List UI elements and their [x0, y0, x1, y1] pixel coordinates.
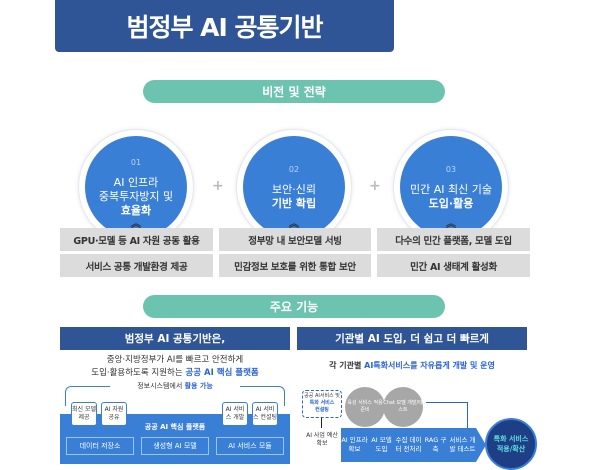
- desc-highlight: AI특화서비스를: [364, 361, 418, 370]
- strategy-item: 서비스 공통 개발환경 제공: [60, 254, 213, 277]
- strategy-item: 민감정보 보호를 위한 통합 보안: [219, 254, 371, 277]
- desc-line: 도입·활용하도록 지원하는: [91, 368, 183, 378]
- usable-text: 정보시스템에서: [137, 382, 183, 390]
- step: AI 모델 도입: [371, 436, 392, 453]
- grey-step: Chat 모델 개발/테스트: [383, 387, 423, 427]
- arrow-line: [321, 418, 322, 428]
- step: 수집 데이터 전처리: [395, 436, 422, 453]
- desc-line: 중앙·지방정부가 AI를 빠르고 안전하게: [106, 355, 244, 365]
- process-steps: AI 인프라 확보 AI 모델 도입 수집 데이터 전처리 RAG 구축 서비스…: [341, 428, 476, 462]
- consult-text: 특화 서비스: [309, 400, 335, 406]
- tag: AI 자원 공유: [101, 402, 127, 426]
- tag: 최신 모델 제공: [71, 402, 97, 426]
- budget-label: AI 사업 예산 확보: [306, 432, 338, 447]
- left-feature-desc: 중앙·지방정부가 AI를 빠르고 안전하게 도입·활용하도록 지원하는 공공 A…: [60, 354, 290, 380]
- strategy-item: GPU·모델 등 AI 자원 공동 활용: [60, 228, 213, 251]
- chevron-up-icon: ︽: [289, 219, 299, 230]
- page-title: 범정부 AI 공통기반: [55, 0, 394, 52]
- pillar-text: 민간 AI 최신 기술: [410, 183, 492, 196]
- desc-highlight: 자유롭게 개발 및 운영: [420, 361, 495, 370]
- result-text: 적용/확산: [496, 445, 526, 453]
- module: 데이터 저장소: [66, 437, 134, 455]
- platform-label: 공공 AI 핵심 플랫폼: [144, 423, 206, 431]
- consult-text: 컨설팅: [315, 407, 329, 413]
- module: AI 서비스 모듈: [216, 437, 284, 455]
- result-circle: 특화 서비스 적용/확산: [485, 418, 537, 470]
- pillar-number: 03: [445, 165, 457, 174]
- pillar-bold: 기반 확립: [271, 197, 317, 210]
- pillar-text: 보안·신뢰: [272, 183, 316, 196]
- strategy-item: 정부망 내 보안모델 서빙: [219, 228, 371, 251]
- pillar-3: 03 민간 AI 최신 기술 도입·활용: [400, 136, 502, 238]
- pillar-bold: 효율화: [120, 204, 152, 217]
- usable-label: 정보시스템에서 활용 가능: [110, 381, 240, 391]
- features-heading: 주요 기능: [143, 295, 445, 318]
- consulting-box: 공공 AI서비스 및 특화 서비스 컨설팅: [302, 390, 342, 418]
- pillar-bold: 도입·활용: [428, 197, 474, 210]
- pillar-text: AI 인프라: [113, 176, 159, 189]
- feedback-arrow: [426, 402, 468, 428]
- strategy-item: 다수의 민간 플랫폼, 모델 도입: [377, 228, 530, 251]
- chevron-up-icon: ︽: [131, 219, 141, 230]
- tag: AI 서비스 컨설팅: [252, 402, 278, 426]
- chevron-up-icon: ︽: [446, 219, 456, 230]
- pillar-1: 01 AI 인프라 중복투자방지 및 효율화: [85, 136, 187, 238]
- right-feature-title: 기관별 AI 도입, 더 쉽고 더 빠르게: [297, 327, 527, 350]
- desc-text: 각 기관별: [329, 361, 362, 370]
- platform-block: [60, 414, 290, 464]
- strategy-item: 민간 AI 생태계 활성화: [377, 254, 530, 277]
- usable-highlight: 활용 가능: [184, 382, 213, 390]
- desc-highlight: 공공 AI 핵심 플랫폼: [185, 368, 259, 378]
- pillar-text: 중복투자방지 및: [98, 190, 174, 203]
- process-arrow: [341, 428, 486, 462]
- module: 생성형 AI 모델: [141, 437, 209, 455]
- vision-heading: 비전 및 전략: [143, 80, 445, 103]
- grey-step: 육성 서비스 적용 준비: [345, 387, 385, 427]
- left-feature-title: 범정부 AI 공통기반은,: [60, 327, 290, 350]
- pillar-number: 02: [288, 165, 300, 174]
- pillar-2: 02 보안·신뢰 기반 확립: [243, 136, 345, 238]
- pillar-number: 01: [130, 158, 142, 167]
- tag: AI 서비스 개발: [222, 402, 248, 426]
- step: RAG 구축: [424, 436, 447, 453]
- step: AI 인프라 확보: [341, 436, 368, 453]
- consult-text: 공공 AI서비스 및: [304, 393, 340, 399]
- right-feature-desc: 각 기관별 AI특화서비스를 자유롭게 개발 및 운영: [297, 360, 527, 371]
- step: 서비스 개발 테스트: [449, 436, 476, 453]
- plus-icon: +: [212, 178, 224, 194]
- plus-icon: +: [369, 178, 381, 194]
- result-text: 특화 서비스: [493, 435, 529, 443]
